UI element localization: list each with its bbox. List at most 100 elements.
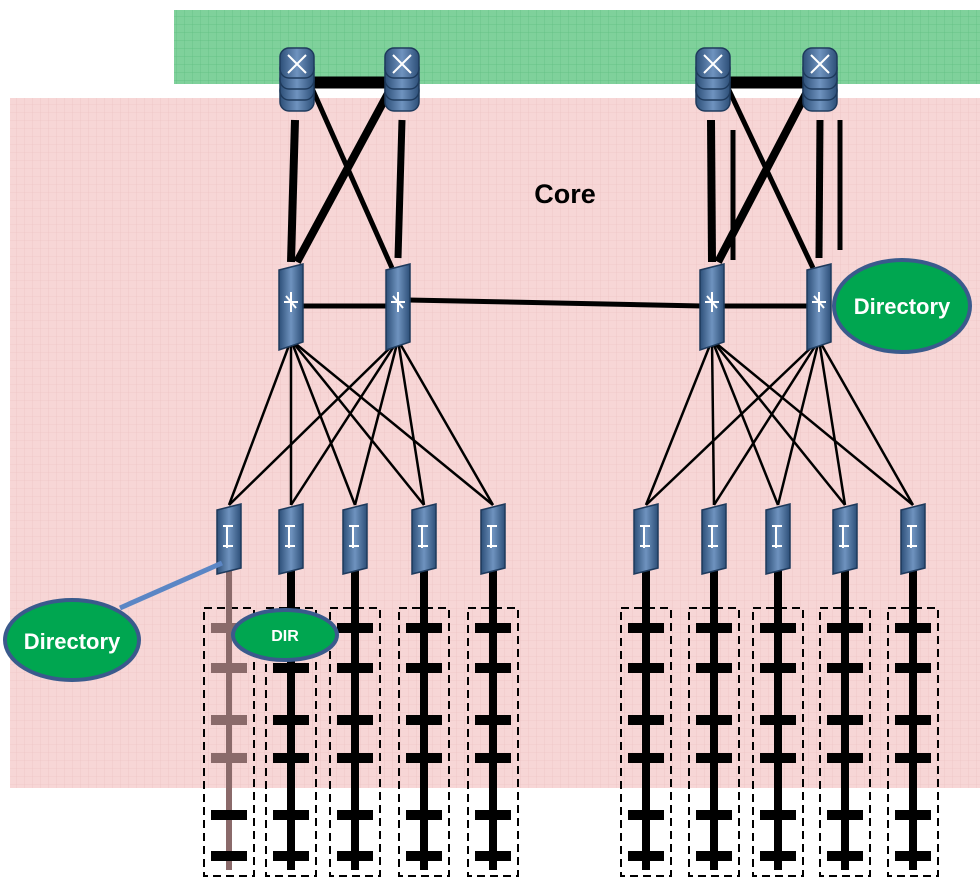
server-icon bbox=[628, 715, 664, 725]
agg-tor-link bbox=[353, 339, 400, 506]
agg-tor-link bbox=[711, 339, 914, 506]
server-icon bbox=[696, 753, 732, 763]
tor-glyph bbox=[708, 525, 718, 548]
server-icon bbox=[211, 623, 247, 633]
server-icon bbox=[827, 623, 863, 633]
directory-node-right[interactable]: Directory bbox=[832, 258, 972, 354]
inter-pod-link bbox=[407, 297, 703, 309]
router-icon[interactable] bbox=[695, 47, 731, 112]
switch-icon[interactable] bbox=[385, 263, 411, 352]
tor-body bbox=[900, 503, 926, 575]
tor-switch-icon[interactable] bbox=[278, 503, 304, 575]
agg-tor-link bbox=[289, 339, 400, 506]
server-icon bbox=[211, 715, 247, 725]
server-icon bbox=[827, 663, 863, 673]
core-label: Core bbox=[534, 179, 596, 209]
agg-tor-link bbox=[710, 339, 716, 506]
agg-tor-link bbox=[817, 339, 847, 506]
tor-body bbox=[342, 503, 368, 575]
server-icon bbox=[696, 715, 732, 725]
router-icon[interactable] bbox=[384, 47, 420, 112]
server-icon bbox=[696, 623, 732, 633]
tor-glyph bbox=[772, 525, 782, 548]
tor-body bbox=[832, 503, 858, 575]
rack bbox=[620, 607, 672, 877]
core-link bbox=[308, 84, 395, 270]
server-icon bbox=[827, 715, 863, 725]
server-icon bbox=[406, 851, 442, 861]
router-glyph bbox=[392, 54, 412, 74]
server-icon bbox=[628, 753, 664, 763]
rack bbox=[752, 607, 804, 877]
server-icon bbox=[337, 753, 373, 763]
dir-label: DIR bbox=[271, 628, 299, 645]
server-icon bbox=[760, 851, 796, 861]
tor-glyph bbox=[223, 525, 233, 548]
server-icon bbox=[760, 810, 796, 820]
tor-switch-icon[interactable] bbox=[216, 503, 242, 575]
tor-switch-icon[interactable] bbox=[342, 503, 368, 575]
rack bbox=[265, 607, 317, 877]
server-icon bbox=[628, 851, 664, 861]
agg-tor-link bbox=[228, 339, 399, 506]
dir-node[interactable]: DIR bbox=[231, 608, 339, 662]
tor-switch-icon[interactable] bbox=[633, 503, 659, 575]
server-icon bbox=[406, 663, 442, 673]
server-icon bbox=[827, 753, 863, 763]
server-icon bbox=[628, 663, 664, 673]
server-icon bbox=[337, 623, 373, 633]
server-icon bbox=[475, 851, 511, 861]
router-icon[interactable] bbox=[802, 47, 838, 112]
tor-switch-icon[interactable] bbox=[900, 503, 926, 575]
server-icon bbox=[211, 810, 247, 820]
server-icon bbox=[895, 753, 931, 763]
router-glyph bbox=[810, 54, 830, 74]
server-icon bbox=[406, 810, 442, 820]
server-icon bbox=[827, 810, 863, 820]
server-icon bbox=[895, 810, 931, 820]
server-icon bbox=[475, 715, 511, 725]
agg-tor-link bbox=[644, 339, 714, 506]
directory-label-right: Directory bbox=[854, 294, 951, 319]
server-icon bbox=[337, 851, 373, 861]
server-icon bbox=[406, 715, 442, 725]
agg-tor-link bbox=[290, 339, 425, 506]
tor-glyph bbox=[907, 525, 917, 548]
agg-tor-link bbox=[290, 339, 494, 506]
tor-switch-icon[interactable] bbox=[480, 503, 506, 575]
core-link bbox=[394, 119, 406, 259]
server-icon bbox=[895, 663, 931, 673]
switch-icon[interactable] bbox=[699, 263, 725, 352]
directory-label-left: Directory bbox=[24, 629, 121, 654]
agg-tor-link bbox=[645, 339, 820, 506]
directory-node-left[interactable]: Directory bbox=[3, 598, 141, 682]
tor-switch-icon[interactable] bbox=[765, 503, 791, 575]
server-icon bbox=[628, 623, 664, 633]
tor-switch-icon[interactable] bbox=[832, 503, 858, 575]
server-icon bbox=[337, 810, 373, 820]
router-glyph bbox=[287, 54, 307, 74]
core-link bbox=[724, 84, 816, 270]
racks-layer bbox=[203, 560, 939, 877]
tor-glyph bbox=[418, 525, 428, 548]
tor-switch-icon[interactable] bbox=[411, 503, 437, 575]
switch-glyph bbox=[705, 292, 719, 312]
server-icon bbox=[211, 753, 247, 763]
agg-tor-link bbox=[396, 339, 426, 506]
tor-body bbox=[411, 503, 437, 575]
agg-tor-link bbox=[227, 339, 293, 506]
router-icon[interactable] bbox=[279, 47, 315, 112]
server-icon bbox=[211, 663, 247, 673]
server-icon bbox=[273, 663, 309, 673]
switch-icon[interactable] bbox=[806, 263, 832, 352]
server-icon bbox=[475, 753, 511, 763]
server-icon bbox=[273, 851, 309, 861]
server-icon bbox=[273, 715, 309, 725]
directory-link bbox=[118, 560, 224, 611]
tor-switch-icon[interactable] bbox=[701, 503, 727, 575]
server-icon bbox=[475, 623, 511, 633]
switch-icon[interactable] bbox=[278, 263, 304, 352]
agg-tor-link bbox=[776, 339, 821, 506]
